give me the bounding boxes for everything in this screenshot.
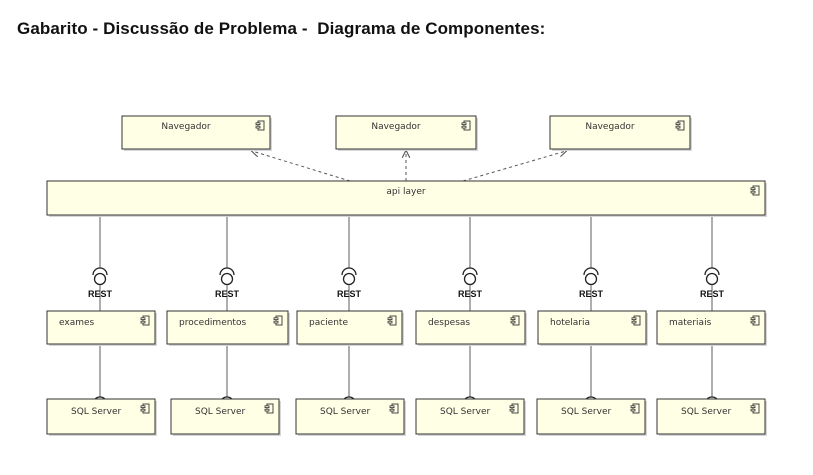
service-materiais-box: [656, 310, 766, 345]
rest-interface-6-ball: [705, 272, 719, 286]
service-despesas-label: despesas: [428, 318, 470, 328]
service-procedimentos-icon: [273, 315, 283, 326]
service-despesas[interactable]: despesas: [415, 310, 527, 346]
service-hotelaria-box: [537, 310, 647, 345]
rest-interface-2: REST: [215, 215, 240, 311]
api-layer-icon: [750, 185, 760, 196]
sql-server-6[interactable]: SQL Server: [656, 398, 767, 436]
browser-3[interactable]: Navegador: [549, 115, 692, 151]
api-layer-box: [46, 180, 766, 216]
api-layer[interactable]: api layer: [46, 180, 767, 217]
rest-interface-6: REST: [700, 215, 725, 311]
sql-server-3-icon: [389, 403, 399, 414]
rest-interface-6-socket: [704, 267, 720, 276]
sql-server-4[interactable]: SQL Server: [415, 398, 526, 436]
sql-server-2[interactable]: SQL Server: [170, 398, 281, 436]
rest-interface-4-ball: [463, 272, 477, 286]
rest-interface-1-ball: [93, 272, 107, 286]
rest-interface-2-socket: [219, 267, 235, 276]
sql-server-2-label: SQL Server: [195, 407, 245, 417]
service-procedimentos-box: [166, 310, 289, 345]
sql-server-5-box: [536, 398, 646, 435]
service-exames-box: [46, 310, 156, 345]
sql-server-5-label: SQL Server: [561, 407, 611, 417]
service-exames-label: exames: [59, 318, 95, 328]
rest-interface-2-ball: [220, 272, 234, 286]
sql-server-6-box: [656, 398, 766, 435]
rest-interface-3-ball: [342, 272, 356, 286]
rest-interface-3-label: REST: [337, 289, 362, 299]
browser-1-label: Navegador: [161, 122, 211, 132]
browser-3-label: Navegador: [585, 122, 635, 132]
page-title: Gabarito - Discussão de Problema - Diagr…: [17, 19, 546, 38]
sql-server-1-icon: [140, 403, 150, 414]
sql-server-1[interactable]: SQL Server: [46, 398, 157, 436]
rest-interface-4-label: REST: [458, 289, 483, 299]
sql-server-1-label: SQL Server: [71, 407, 121, 417]
sql-server-3-box: [295, 398, 405, 435]
rest-interface-1-socket: [92, 267, 108, 276]
rest-interface-1: REST: [88, 215, 113, 311]
browser-1-box: [121, 115, 271, 150]
sql-server-4-label: SQL Server: [440, 407, 490, 417]
components: Navegador Navegador Navegador api layer exam…: [46, 115, 767, 436]
rest-interface-5: REST: [579, 215, 604, 311]
service-hotelaria-icon: [631, 315, 641, 326]
dependency-arrow-3: [462, 151, 566, 182]
service-materiais[interactable]: materiais: [656, 310, 767, 346]
service-paciente[interactable]: paciente: [296, 310, 404, 346]
service-paciente-icon: [387, 315, 397, 326]
rest-interface-2-label: REST: [215, 289, 240, 299]
sql-server-6-label: SQL Server: [681, 407, 731, 417]
rest-interface-4-socket: [462, 267, 478, 276]
sql-server-6-icon: [750, 403, 760, 414]
service-exames-icon: [140, 315, 150, 326]
rest-interface-3-socket: [341, 267, 357, 276]
browser-3-icon: [675, 120, 685, 131]
service-hotelaria[interactable]: hotelaria: [537, 310, 648, 346]
sql-server-1-box: [46, 398, 156, 435]
rest-interface-3: REST: [337, 215, 362, 311]
sql-server-5-icon: [630, 403, 640, 414]
service-despesas-icon: [510, 315, 520, 326]
service-despesas-box: [415, 310, 526, 345]
rest-interface-1-label: REST: [88, 289, 113, 299]
sql-server-2-box: [170, 398, 280, 435]
browser-2[interactable]: Navegador: [335, 115, 478, 151]
api-layer-label: api layer: [386, 187, 425, 197]
rest-interface-5-socket: [583, 267, 599, 276]
sql-server-4-icon: [509, 403, 519, 414]
service-paciente-label: paciente: [309, 318, 348, 328]
sql-server-2-icon: [264, 403, 274, 414]
service-exames[interactable]: exames: [46, 310, 157, 346]
service-procedimentos[interactable]: procedimentos: [166, 310, 290, 346]
browser-2-icon: [461, 120, 471, 131]
sql-server-3[interactable]: SQL Server: [295, 398, 406, 436]
sql-server-3-label: SQL Server: [320, 407, 370, 417]
service-hotelaria-label: hotelaria: [550, 318, 590, 328]
sql-server-4-box: [415, 398, 525, 435]
browser-1[interactable]: Navegador: [121, 115, 272, 151]
browser-3-box: [549, 115, 691, 150]
browser-2-label: Navegador: [371, 122, 421, 132]
browser-2-box: [335, 115, 477, 150]
browser-1-icon: [255, 120, 265, 131]
service-materiais-icon: [750, 315, 760, 326]
dependency-arrow-1: [252, 151, 351, 182]
service-materiais-label: materiais: [669, 318, 712, 328]
service-paciente-box: [296, 310, 403, 345]
rest-interface-6-label: REST: [700, 289, 725, 299]
dependency-arrows: [252, 151, 566, 182]
rest-interface-4: REST: [458, 215, 483, 311]
rest-interface-5-label: REST: [579, 289, 604, 299]
service-procedimentos-label: procedimentos: [179, 318, 246, 328]
rest-interface-5-ball: [584, 272, 598, 286]
sql-server-5[interactable]: SQL Server: [536, 398, 647, 436]
